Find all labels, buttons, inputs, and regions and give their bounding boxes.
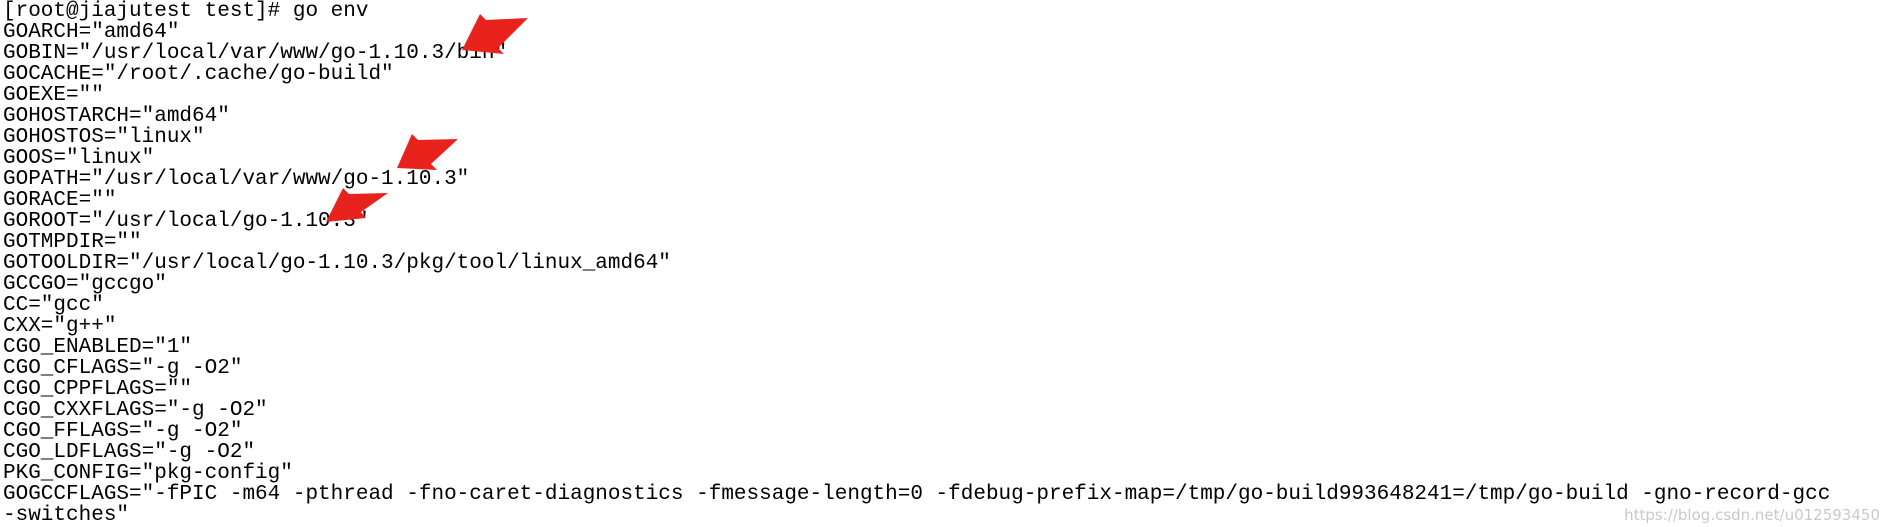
env-line-cgo-cflags: CGO_CFLAGS="-g -O2": [3, 357, 243, 380]
terminal-prompt-line: [root@jiajutest test]# go env: [3, 0, 369, 23]
watermark: https://blog.csdn.net/u012593450: [1624, 506, 1880, 524]
env-line-gocache: GOCACHE="/root/.cache/go-build": [3, 63, 394, 86]
env-line-gotmpdir: GOTMPDIR="": [3, 231, 142, 254]
env-line-cgo-cxxflags: CGO_CXXFLAGS="-g -O2": [3, 399, 268, 422]
env-line-gohostos: GOHOSTOS="linux": [3, 126, 205, 149]
env-line-cgo-cppflags: CGO_CPPFLAGS="": [3, 378, 193, 401]
env-line-goarch: GOARCH="amd64": [3, 21, 180, 44]
env-line-cgo-ldflags: CGO_LDFLAGS="-g -O2": [3, 441, 256, 464]
env-line-goos: GOOS="linux": [3, 147, 155, 170]
env-line-goexe: GOEXE="": [3, 84, 104, 107]
env-line-cgo-fflags: CGO_FFLAGS="-g -O2": [3, 420, 243, 443]
env-line-pkg-config: PKG_CONFIG="pkg-config": [3, 462, 293, 485]
env-line-gobin: GOBIN="/usr/local/var/www/go-1.10.3/bin": [3, 42, 508, 65]
env-line-cgo-enabled: CGO_ENABLED="1": [3, 336, 193, 359]
env-line-gogccflags: GOGCCFLAGS="-fPIC -m64 -pthread -fno-car…: [3, 483, 1831, 506]
env-line-goroot: GOROOT="/usr/local/go-1.10.3": [3, 210, 369, 233]
terminal-output: [root@jiajutest test]# go env GOARCH="am…: [3, 1, 1830, 526]
env-line-gopath: GOPATH="/usr/local/var/www/go-1.10.3": [3, 168, 470, 191]
env-line-gogccflags-continued: -switches": [3, 504, 130, 527]
env-line-cc: CC="gcc": [3, 294, 104, 317]
env-line-gorace: GORACE="": [3, 189, 117, 212]
env-line-gohostarch: GOHOSTARCH="amd64": [3, 105, 230, 128]
env-line-gotooldir: GOTOOLDIR="/usr/local/go-1.10.3/pkg/tool…: [3, 252, 671, 275]
env-line-cxx: CXX="g++": [3, 315, 117, 338]
env-line-gccgo: GCCGO="gccgo": [3, 273, 167, 296]
